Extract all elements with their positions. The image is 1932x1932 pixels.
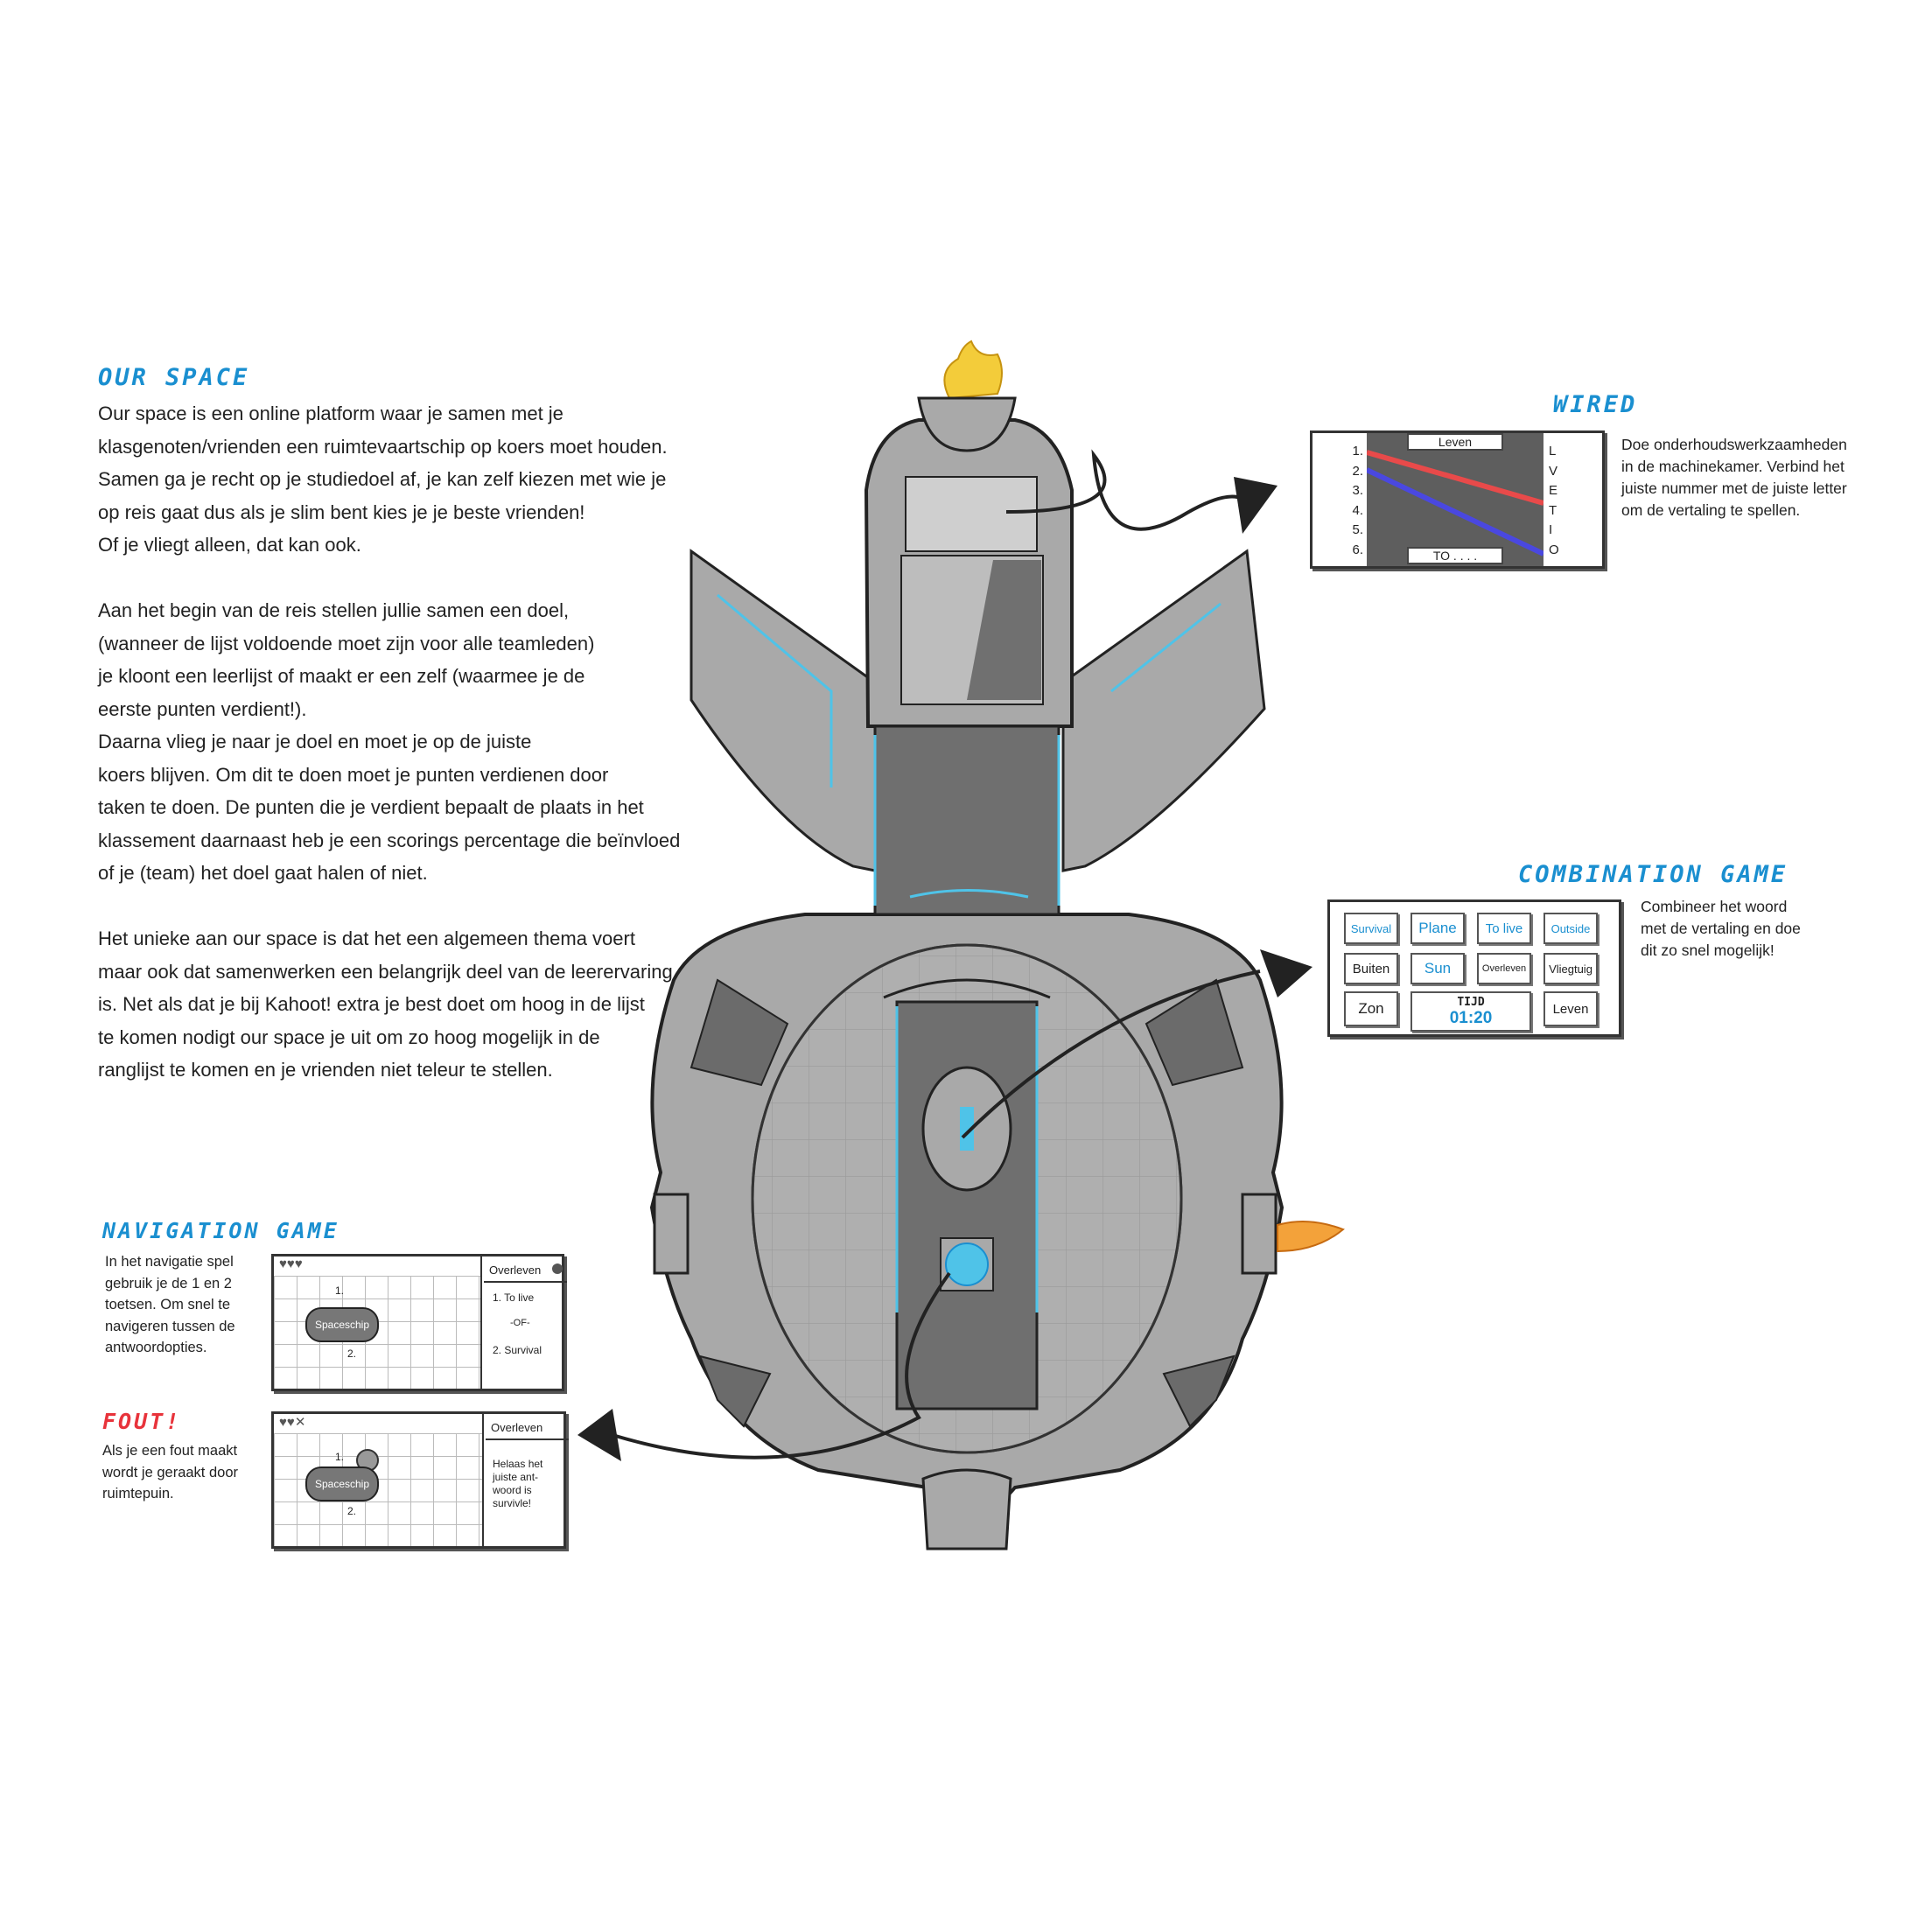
timer-icon [552, 1264, 563, 1274]
navigation-option-2[interactable]: 2. Survival [493, 1344, 542, 1356]
wired-letter-6[interactable]: O [1549, 542, 1559, 557]
combo-tile-leven[interactable]: Leven [1544, 991, 1598, 1026]
combo-tile-plane[interactable]: Plane [1410, 913, 1465, 944]
wired-number-3[interactable]: 3. [1352, 483, 1363, 498]
wired-number-1[interactable]: 1. [1352, 444, 1363, 458]
combination-title: Combination Game [1518, 861, 1788, 888]
combo-tile-overleven[interactable]: Overleven [1477, 953, 1531, 984]
navigation-spaceship[interactable]: Spaceschip [305, 1307, 379, 1342]
wired-letter-1[interactable]: L [1549, 444, 1557, 458]
fout-hearts: ♥♥✕ [279, 1415, 306, 1430]
wired-letter-4[interactable]: T [1549, 502, 1558, 518]
combo-tile-to-live[interactable]: To live [1477, 913, 1531, 944]
fout-panel: ♥♥✕ 1. Spaceschip 2. Overleven Helaas he… [271, 1411, 569, 1549]
right-wing [1061, 549, 1266, 872]
wired-number-6[interactable]: 6. [1352, 542, 1363, 557]
wired-number-5[interactable]: 5. [1352, 522, 1363, 537]
combo-tile-survival[interactable]: Survival [1344, 913, 1398, 944]
navigation-option-1[interactable]: 1. To live [493, 1292, 535, 1304]
combo-tile-vliegtuig[interactable]: Vliegtuig [1544, 953, 1598, 984]
wired-top-word: Leven [1407, 433, 1503, 451]
wired-description: Doe onderhoudswerkzaamheden in de machin… [1621, 436, 1847, 519]
left-wing [690, 549, 877, 872]
combo-tile-zon[interactable]: Zon [1344, 991, 1398, 1026]
fout-description: Als je een fout maakt wordt je geraakt d… [102, 1443, 239, 1502]
wired-bottom-word: TO . . . . [1407, 547, 1503, 564]
fout-lane-1: 1. [335, 1451, 345, 1463]
wired-letter-5[interactable]: I [1549, 522, 1553, 537]
fout-word: Overleven [491, 1421, 543, 1434]
wired-panel: Leven TO . . . . 1. 2. 3. 4. 5. 6. L V E… [1310, 430, 1605, 569]
our-space-body: Our space is een online platform waar je… [98, 402, 681, 1081]
navigation-description: In het navigatie spel gebruik je de 1 en… [105, 1254, 235, 1355]
fout-spaceship[interactable]: Spaceschip [305, 1466, 379, 1502]
our-space-title: Our Space [98, 364, 250, 391]
wired-wires [1367, 450, 1544, 556]
fout-title: Fout! [102, 1409, 182, 1434]
navigation-or: -OF- [510, 1318, 530, 1328]
combo-timer: TIJD 01:20 [1410, 991, 1531, 1032]
wired-title: Wired [1553, 391, 1638, 418]
combination-description: Combineer het woord met de vertaling en … [1641, 898, 1801, 959]
navigation-title: Navigation Game [102, 1218, 340, 1243]
navigation-panel: ♥♥♥ 1. Spaceschip 2. Overleven 1. To liv… [271, 1254, 567, 1391]
fout-lane-2: 2. [347, 1505, 357, 1517]
combo-tile-outside[interactable]: Outside [1544, 913, 1598, 944]
wired-number-4[interactable]: 4. [1352, 502, 1363, 518]
combo-timer-label: TIJD [1457, 995, 1485, 1009]
navigation-lane-1: 1. [335, 1284, 345, 1297]
fout-message: Helaas het juiste ant- woord is survivle… [493, 1458, 543, 1509]
combo-timer-value: 01:20 [1449, 1008, 1493, 1027]
combination-panel: Survival Plane To live Outside Buiten Su… [1327, 900, 1621, 1037]
navigation-word: Overleven [489, 1264, 542, 1277]
combo-tile-sun[interactable]: Sun [1410, 953, 1465, 984]
navigation-lane-2: 2. [347, 1348, 357, 1360]
combo-tile-buiten[interactable]: Buiten [1344, 953, 1398, 984]
navigation-hearts: ♥♥♥ [279, 1256, 303, 1271]
wired-letter-2[interactable]: V [1549, 463, 1558, 479]
wired-number-2[interactable]: 2. [1352, 463, 1363, 479]
wired-letter-3[interactable]: E [1549, 483, 1558, 498]
